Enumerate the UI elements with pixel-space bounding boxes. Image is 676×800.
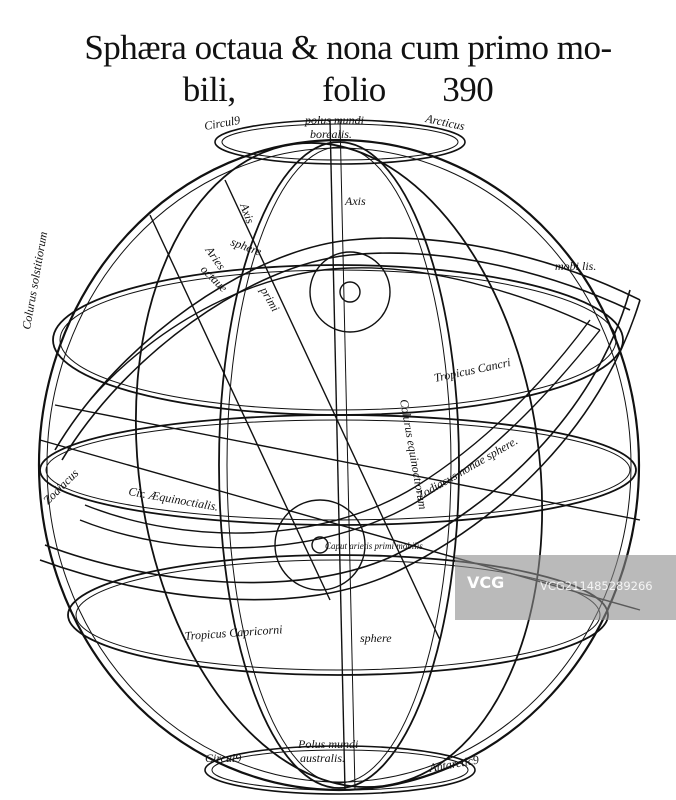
label-colurus-solstitiorum: Colurus solstitiorum: [19, 230, 50, 330]
watermark-code: VCG211485289266: [540, 579, 653, 593]
zodiac-band-outer: [39, 237, 641, 601]
pole-hubs: [274, 251, 391, 591]
label-sphere-bottom: sphere: [360, 631, 392, 645]
title-word-bili: bili,: [182, 70, 236, 109]
tropic-of-cancer: [52, 264, 624, 416]
antarctic-circle: [204, 745, 476, 795]
page-title-line1: Sphæra octaua & nona cum primo mo-: [84, 28, 612, 67]
label-polus-borealis-1: polus mundi: [304, 113, 364, 127]
label-polus-australis-2: australis.: [300, 751, 345, 765]
label-polus-borealis-2: borealis.: [310, 127, 352, 141]
label-zodiacus-nonae: Zodiacus nonae sphere.: [415, 434, 521, 503]
label-polus-australis-1: Polus mundi: [297, 737, 358, 751]
label-caput-arietis: Caput arietis primi mobilis: [325, 541, 423, 551]
label-sphere: sphere: [229, 235, 264, 259]
label-mobilis: mobi lis.: [555, 259, 596, 273]
label-primi: primi: [257, 284, 283, 314]
page-number: 390: [442, 70, 494, 109]
label-antarcticus: Antarctic9: [427, 752, 480, 775]
label-circulus-top: Circul9: [203, 113, 241, 133]
page-title-line2: bili, folio 390: [0, 70, 676, 110]
title-word-folio: folio: [322, 70, 386, 109]
axis: [329, 119, 356, 791]
label-tropicus-capricorni: Tropicus Capricorni: [184, 622, 283, 643]
label-axis: Axis: [344, 194, 366, 208]
label-axis-2: Axis: [237, 200, 258, 225]
colures: [134, 141, 544, 789]
watermark-logo: VCG: [467, 573, 505, 592]
label-circulus-bottom: Circul9: [205, 751, 241, 765]
zodiac-band-inner: [79, 267, 601, 549]
label-circ-aequinoctialis: Cir. Æquinoctialis.: [127, 484, 219, 514]
watermark: VCG VCG211485289266: [455, 555, 676, 620]
